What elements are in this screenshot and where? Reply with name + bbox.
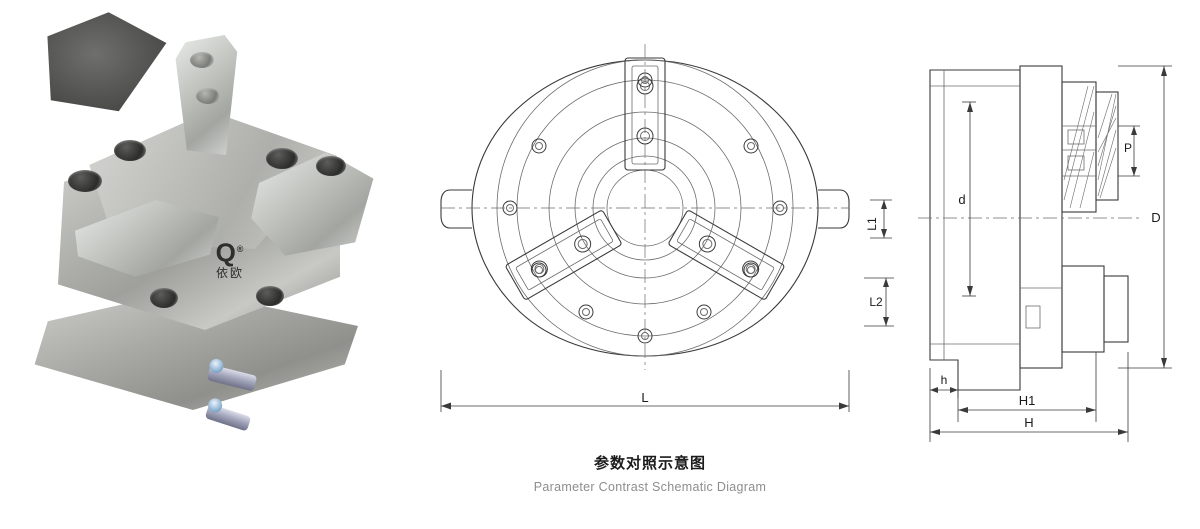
side-view-drawing: D d P h bbox=[918, 65, 1172, 442]
dimension-label-H: H bbox=[1024, 415, 1033, 430]
face-bolt-hole bbox=[316, 156, 346, 176]
dimension-L2 bbox=[864, 277, 894, 327]
dimension-label-h: h bbox=[941, 373, 948, 387]
chuck-rear-body bbox=[929, 69, 1021, 391]
jaw-bolt-hole bbox=[190, 52, 214, 68]
dimension-label-L: L bbox=[641, 390, 648, 405]
mounting-ear-left bbox=[440, 189, 472, 229]
brand-mark-letter: Q bbox=[215, 237, 237, 268]
internal-detail-lines bbox=[930, 70, 1096, 360]
front-view-drawing: L bbox=[440, 44, 850, 412]
section-hatching bbox=[1063, 85, 1117, 209]
caption-english: Parameter Contrast Schematic Diagram bbox=[533, 480, 767, 494]
front-view-side-dimensions: L1 L2 bbox=[864, 199, 894, 327]
face-bolt-hole bbox=[68, 170, 102, 192]
dimension-H1 bbox=[957, 352, 1097, 422]
brand-mark: Q® bbox=[188, 236, 272, 266]
jaw-tip-lower bbox=[1103, 275, 1129, 343]
registered-icon: ® bbox=[236, 244, 245, 254]
product-photo: Q® 依欧 bbox=[10, 10, 440, 460]
brand-logo: Q® 依欧 bbox=[188, 236, 272, 284]
chuck-flange bbox=[1019, 65, 1063, 369]
face-bolt-hole bbox=[256, 286, 284, 306]
product-photo-panel: Q® 依欧 bbox=[0, 0, 450, 470]
jaw-bolt-hole bbox=[196, 88, 220, 104]
dimension-L bbox=[440, 370, 850, 412]
chuck-center-cavity bbox=[47, 12, 167, 112]
air-fitting-lower bbox=[204, 396, 252, 432]
jaw-lower-left bbox=[668, 210, 785, 300]
jaw-side-upper bbox=[1061, 81, 1097, 213]
center-axis bbox=[441, 44, 849, 370]
dimension-d bbox=[962, 101, 976, 297]
jaw-lower-right bbox=[505, 210, 622, 300]
face-bolt-hole bbox=[114, 140, 146, 161]
face-bolt-hole bbox=[150, 288, 178, 308]
jaw-tip-upper bbox=[1095, 91, 1119, 201]
dimension-label-H1: H1 bbox=[1019, 393, 1036, 408]
caption-chinese: 参数对照示意图 bbox=[593, 455, 706, 472]
dimension-label-d: d bbox=[958, 192, 965, 207]
dimension-label-D: D bbox=[1151, 210, 1160, 225]
caption-block: 参数对照示意图 Parameter Contrast Schematic Dia… bbox=[440, 452, 860, 494]
dimension-label-L2: L2 bbox=[869, 295, 883, 309]
dimension-L1 bbox=[870, 199, 892, 239]
dimension-H bbox=[929, 352, 1129, 442]
brand-chinese-name: 依欧 bbox=[215, 265, 244, 280]
dimension-label-L1: L1 bbox=[865, 217, 879, 231]
dimension-P bbox=[1118, 125, 1140, 177]
face-bolt-hole bbox=[266, 148, 298, 169]
jaw-side-lower bbox=[1061, 265, 1105, 353]
dimension-D bbox=[1118, 65, 1172, 369]
mounting-ear-right bbox=[818, 189, 850, 229]
dimension-label-P: P bbox=[1124, 141, 1132, 155]
